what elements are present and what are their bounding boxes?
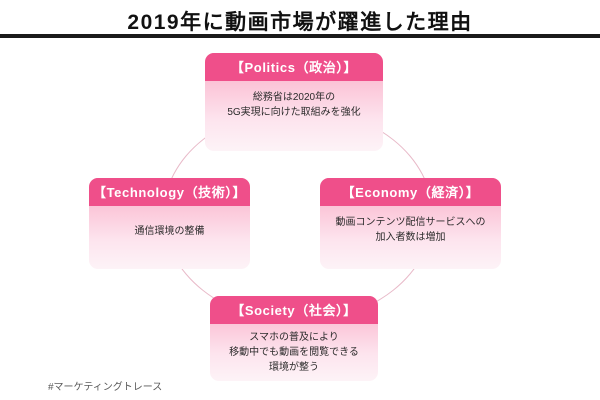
card-economy-body: 動画コンテンツ配信サービスへの 加入者数は増加 [320,206,501,251]
card-society[interactable]: 【Society（社会）】 スマホの普及により 移動中でも動画を閲覧できる 環境… [210,296,378,381]
card-society-line-2: 移動中でも動画を閲覧できる [229,347,359,358]
card-society-header: 【Society（社会）】 [210,296,378,324]
card-technology-body: 通信環境の整備 [89,206,250,245]
card-society-line-1: スマホの普及により [249,332,339,343]
card-economy-line-1: 動画コンテンツ配信サービスへの [335,217,486,228]
card-economy-header: 【Economy（経済）】 [320,178,501,206]
footer-credit: #マーケティングトレース [48,382,163,393]
card-technology[interactable]: 【Technology（技術）】 通信環境の整備 [89,178,250,269]
card-economy[interactable]: 【Economy（経済）】 動画コンテンツ配信サービスへの 加入者数は増加 [320,178,501,269]
card-politics-header: 【Politics（政治）】 [205,53,383,81]
card-politics-body: 総務省は2020年の 5G実現に向けた取組みを強化 [205,81,383,126]
card-economy-line-2: 加入者数は増加 [375,232,446,243]
title-divider [0,34,600,38]
card-society-line-3: 環境が整う [269,362,319,373]
card-politics[interactable]: 【Politics（政治）】 総務省は2020年の 5G実現に向けた取組みを強化 [205,53,383,151]
card-technology-line-1: 通信環境の整備 [134,226,205,237]
card-politics-line-1: 総務省は2020年の [252,92,336,103]
page-title: 2019年に動画市場が躍進した理由 [127,11,473,34]
card-politics-line-2: 5G実現に向けた取組みを強化 [227,107,361,118]
card-society-body: スマホの普及により 移動中でも動画を閲覧できる 環境が整う [210,324,378,381]
card-technology-header: 【Technology（技術）】 [89,178,250,206]
